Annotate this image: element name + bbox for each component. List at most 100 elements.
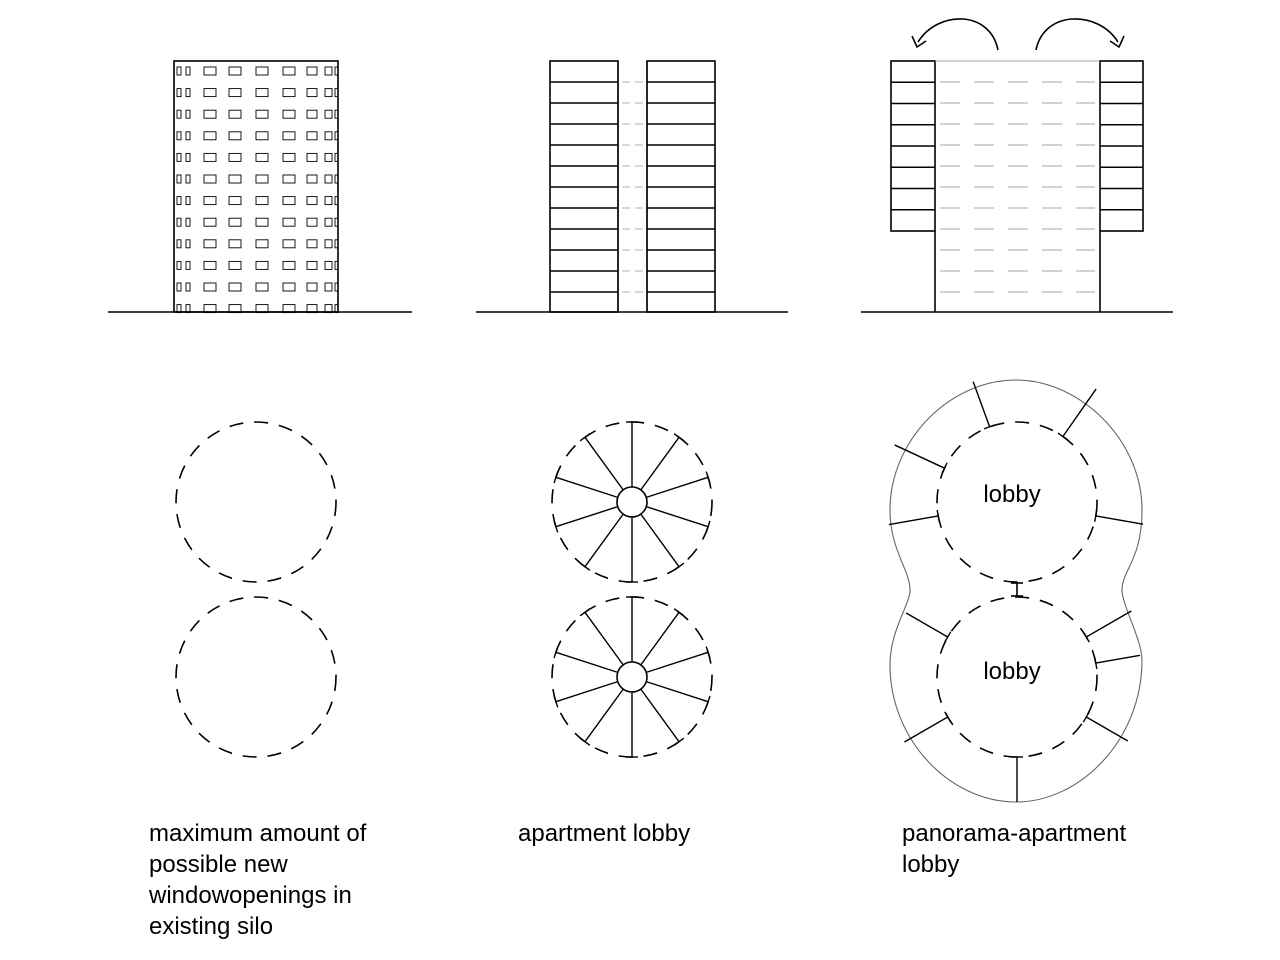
window-opening — [203, 152, 217, 162]
window-opening — [255, 304, 269, 314]
partition-end-cap — [1082, 711, 1090, 723]
partition-end-cap — [553, 471, 559, 484]
silo-circle-upper — [175, 421, 337, 583]
window-opening — [282, 304, 296, 314]
window-opening — [228, 174, 242, 184]
window-opening — [185, 131, 191, 141]
rotate-right-arrow — [1035, 18, 1119, 51]
radial-partition — [640, 611, 680, 666]
window-opening — [228, 88, 242, 98]
window-opening — [282, 131, 296, 141]
lobby-circle-upper — [936, 421, 1098, 583]
window-opening — [255, 217, 269, 227]
window-opening — [334, 239, 339, 249]
window-opening — [228, 66, 242, 76]
window-opening — [334, 217, 339, 227]
window-opening — [255, 196, 269, 206]
panorama-partitions — [888, 381, 1144, 802]
partition-end-cap — [705, 471, 711, 484]
window-opening — [306, 88, 318, 98]
window-opening — [203, 304, 217, 314]
window-opening — [282, 66, 296, 76]
window-opening — [203, 217, 217, 227]
partition-end-cap — [579, 608, 591, 617]
panorama-partition — [972, 381, 991, 428]
radial-partition — [584, 611, 624, 666]
window-opening — [306, 66, 318, 76]
window-opening — [228, 260, 242, 270]
window-opening — [176, 174, 182, 184]
window-opening — [306, 260, 318, 270]
partition-end-cap — [1094, 657, 1098, 670]
window-opening — [306, 282, 318, 292]
window-opening — [228, 109, 242, 119]
window-opening — [306, 131, 318, 141]
window-opening — [176, 88, 182, 98]
window-opening — [334, 282, 339, 292]
partition-end-cap — [1094, 509, 1098, 522]
window-opening — [185, 260, 191, 270]
partition-end-cap — [553, 695, 559, 708]
partition-end-cap — [579, 737, 591, 746]
panorama-partition — [888, 515, 939, 526]
window-opening — [255, 152, 269, 162]
rotation-arrows — [911, 18, 1125, 51]
window-opening — [334, 174, 339, 184]
window-opening — [282, 109, 296, 119]
floor-lines — [891, 81, 1143, 293]
window-opening — [185, 174, 191, 184]
panorama-partition — [1085, 610, 1132, 638]
window-opening — [334, 260, 339, 270]
window-opening — [282, 152, 296, 162]
partition-end-cap — [553, 646, 559, 659]
window-opening — [185, 304, 191, 314]
window-opening — [203, 282, 217, 292]
elevation-panorama-lobby — [861, 18, 1173, 313]
window-opening — [324, 66, 333, 76]
partition-end-cap — [941, 462, 948, 474]
radial-partition — [584, 513, 624, 568]
panorama-outer-envelope — [889, 379, 1143, 803]
partition-end-cap — [936, 509, 940, 522]
partition-end-cap — [705, 646, 711, 659]
plan-panorama-lobby: lobby lobby — [888, 379, 1144, 803]
window-opening — [176, 239, 182, 249]
window-opening — [282, 217, 296, 227]
caption-line: existing silo — [149, 913, 274, 940]
partition-end-cap — [553, 520, 559, 533]
window-opening — [185, 152, 191, 162]
radial-partition — [555, 680, 618, 703]
window-opening — [324, 282, 333, 292]
panorama-partition — [905, 612, 949, 638]
radial-partition — [646, 476, 709, 499]
partition-end-cap — [944, 711, 952, 723]
window-opening — [203, 88, 217, 98]
window-opening — [306, 109, 318, 119]
partition-end-cap — [579, 433, 591, 442]
silo-facade — [173, 60, 339, 313]
window-opening — [324, 109, 333, 119]
caption-line: windowopenings in — [149, 882, 352, 909]
window-opening — [334, 196, 339, 206]
window-opening — [324, 196, 333, 206]
window-opening — [255, 66, 269, 76]
plan-apartment-lobby — [551, 421, 713, 758]
window-opening — [255, 282, 269, 292]
caption-line: panorama-apartment — [902, 820, 1127, 847]
window-opening — [324, 260, 333, 270]
window-opening — [228, 282, 242, 292]
window-opening — [228, 217, 242, 227]
window-opening — [203, 174, 217, 184]
partition-end-cap — [944, 631, 952, 643]
window-opening — [176, 152, 182, 162]
window-openings — [176, 66, 339, 314]
window-opening — [228, 131, 242, 141]
partition-end-cap — [983, 424, 996, 430]
connector — [1011, 582, 1023, 597]
window-opening — [324, 239, 333, 249]
radial-partition — [555, 505, 618, 528]
central-core-upper — [616, 486, 648, 518]
partition-end-cap — [673, 608, 685, 617]
window-opening — [185, 282, 191, 292]
